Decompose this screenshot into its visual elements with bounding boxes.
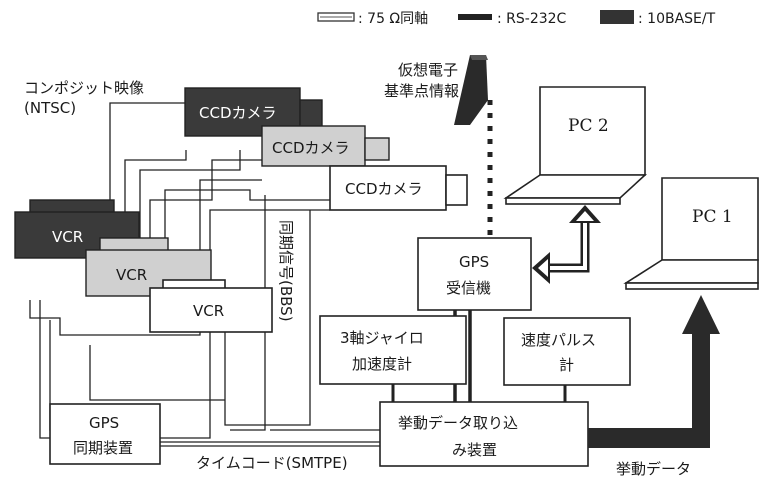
vcr-2-label: VCR: [116, 266, 147, 284]
link-capture-pc1: [588, 295, 720, 448]
gps-sync-unit: GPS 同期装置: [49, 403, 161, 465]
composite-label-line1: コンポジット映像: [24, 79, 144, 97]
ccd-camera-2-label: CCDカメラ: [272, 139, 350, 157]
ccd-camera-1: CCDカメラ: [184, 87, 323, 137]
gps-sync-line1: GPS: [89, 414, 119, 432]
gps-receiver-line2: 受信機: [446, 279, 491, 297]
legend: : 75 Ω同軸 : RS-232C : 10BASE/T: [317, 10, 716, 27]
gyro-accelerometer: 3軸ジャイロ 加速度計: [319, 315, 467, 385]
antenna-icon: [454, 55, 488, 125]
virtual-ref-label-line2: 基準点情報: [384, 82, 459, 100]
legend-rs232c-label: : RS-232C: [497, 11, 567, 27]
ccd-camera-3: CCDカメラ: [329, 165, 468, 211]
behavior-data-label: 挙動データ: [616, 460, 691, 478]
link-gps-pc2: [532, 205, 601, 284]
legend-coax-label: : 75 Ω同軸: [358, 11, 428, 27]
speed-pulse-meter: 速度パルス 計: [503, 317, 631, 386]
pc-1-label: PC 1: [692, 207, 733, 227]
capture-unit: 挙動データ取り込 み装置: [379, 401, 589, 467]
vcr-1-label: VCR: [52, 228, 83, 246]
pc-2: PC 2: [503, 86, 648, 205]
legend-rs232c-swatch: [458, 14, 492, 20]
vcr-3-label: VCR: [193, 302, 224, 320]
gyro-line2: 加速度計: [352, 355, 412, 373]
composite-label-line2: (NTSC): [24, 99, 76, 117]
speed-line2: 計: [559, 356, 574, 374]
ccd-camera-2: CCDカメラ: [261, 125, 390, 167]
gps-sync-line2: 同期装置: [73, 439, 133, 457]
legend-10base-label: : 10BASE/T: [638, 11, 716, 27]
gps-receiver-line1: GPS: [459, 253, 489, 271]
ccd-camera-3-label: CCDカメラ: [345, 180, 423, 198]
vcr-3: VCR: [149, 279, 273, 333]
ccd-camera-1-label: CCDカメラ: [199, 104, 277, 122]
timecode-label: タイムコード(SMTPE): [196, 454, 348, 472]
speed-line1: 速度パルス: [521, 331, 596, 349]
capture-line1: 挙動データ取り込: [398, 414, 518, 432]
pc-2-label: PC 2: [568, 116, 609, 136]
legend-10base-swatch: [600, 10, 634, 24]
pc-1: PC 1: [623, 177, 759, 290]
sync-signal-label: 同期信号(BBS): [277, 220, 295, 322]
capture-line2: み装置: [452, 441, 497, 459]
gps-receiver: GPS 受信機: [417, 237, 532, 311]
virtual-ref-label-line1: 仮想電子: [398, 61, 458, 79]
gyro-line1: 3軸ジャイロ: [340, 329, 424, 347]
